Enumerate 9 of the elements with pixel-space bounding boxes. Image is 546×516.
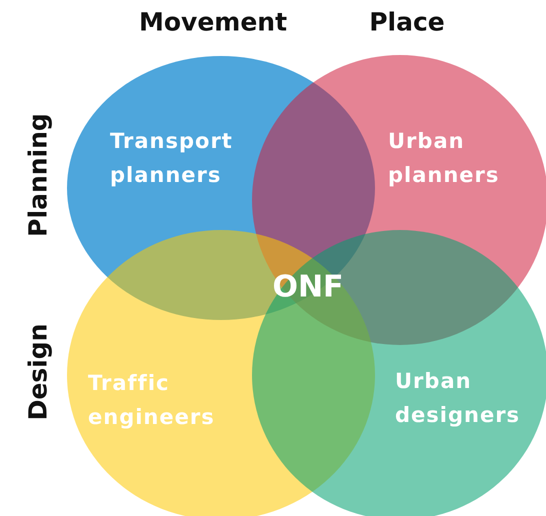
circle-label: Traffic engineers — [88, 370, 216, 431]
column-heading: Place — [369, 8, 445, 36]
row-heading: Design — [24, 324, 52, 420]
circle-label: Transport planners — [110, 128, 234, 189]
column-heading: Movement — [138, 8, 288, 36]
center-label: ONF — [272, 270, 344, 304]
circle-label: Urban planners — [388, 128, 500, 189]
row-heading: Planning — [24, 113, 52, 237]
circle-label: Urban designers — [395, 368, 522, 429]
